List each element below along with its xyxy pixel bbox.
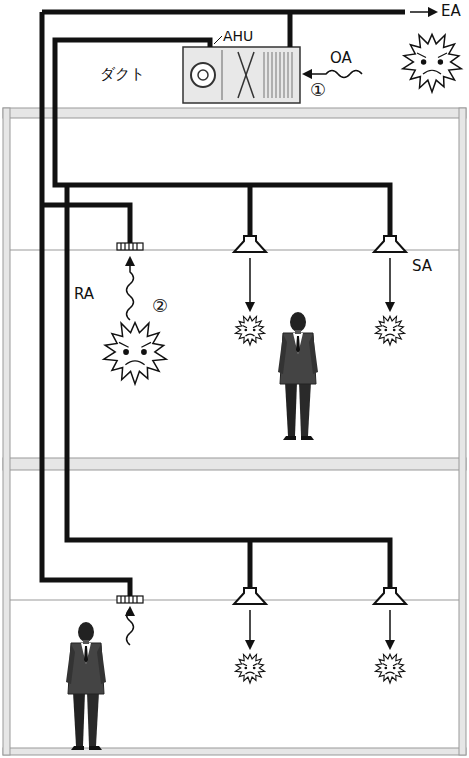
germ-icon: [375, 316, 404, 345]
part-label: ダクト: [100, 66, 145, 83]
return-grille: [117, 243, 143, 603]
supply-arrow: [250, 258, 390, 648]
diffuser: [234, 236, 406, 604]
callout-number: ①: [310, 80, 326, 100]
ahu-unit: [183, 47, 300, 103]
germ-icon: [104, 323, 166, 384]
germ-icon: [403, 34, 461, 92]
flow-label: OA: [330, 50, 352, 67]
germ-icon: [375, 654, 404, 683]
exhaust-arrow: [410, 11, 436, 13]
leader-line: [214, 36, 222, 44]
germ-icon: [235, 316, 264, 345]
air-handling-unit: AHU: [183, 47, 300, 103]
flow-label: SA: [412, 258, 432, 275]
unit-label: AHU: [223, 29, 253, 44]
germ-icon: [235, 654, 264, 683]
person-figure: [66, 622, 106, 750]
flow-label: RA: [74, 286, 94, 303]
building: [3, 108, 466, 755]
flow-label: EA: [441, 3, 461, 20]
person-figure: [278, 312, 318, 440]
callout-number: ②: [152, 296, 168, 316]
duct: [42, 12, 405, 596]
